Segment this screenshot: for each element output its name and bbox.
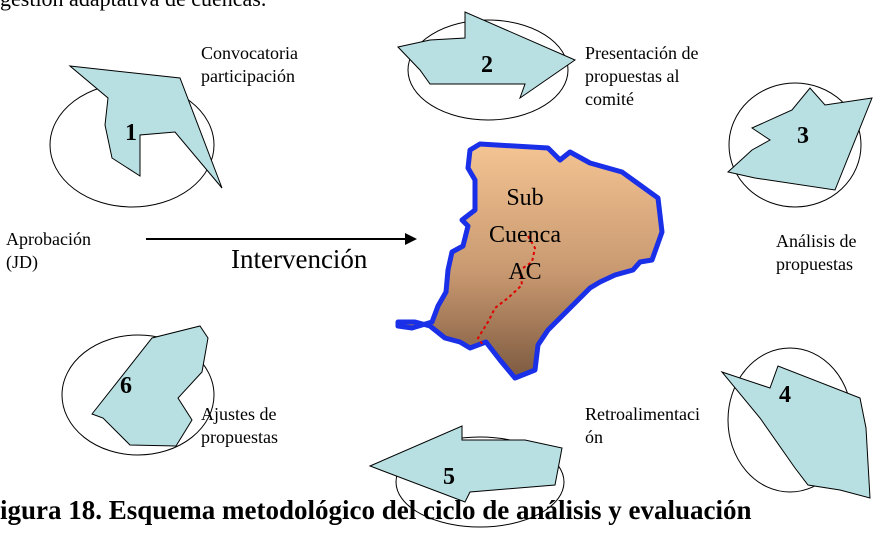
step-1-label: Convocatoria participación xyxy=(201,43,298,86)
step-3-number: 3 xyxy=(797,123,809,149)
step-2-label: Presentación de propuestas al comité xyxy=(585,43,699,109)
step-6-arrow xyxy=(91,325,209,447)
step-3-label: Análisis de propuestas xyxy=(776,231,857,274)
basin-label-line2: Cuenca xyxy=(489,222,561,248)
step-3 xyxy=(726,82,873,208)
step-1 xyxy=(49,65,223,208)
step-5 xyxy=(368,425,565,528)
step-4-number: 4 xyxy=(779,382,791,408)
step-4-label: Retroalimentaci ón xyxy=(585,404,700,447)
basin-label-line1: Sub xyxy=(506,185,544,211)
river-line xyxy=(476,235,537,346)
step-5-number: 5 xyxy=(443,464,455,490)
figure-caption: igura 18. Esquema metodológico del ciclo… xyxy=(0,495,752,525)
approval-label: Aprobación (JD) xyxy=(6,229,91,272)
step-3-ellipse xyxy=(728,82,862,208)
intervention-label: Intervención xyxy=(231,244,368,274)
step-5-ellipse xyxy=(395,436,565,528)
step-4-arrow xyxy=(720,365,871,499)
step-6 xyxy=(61,325,215,456)
step-2-ellipse xyxy=(407,19,569,121)
step-6-ellipse xyxy=(61,334,215,456)
step-4 xyxy=(720,347,871,499)
step-6-number: 6 xyxy=(120,373,132,399)
step-2 xyxy=(397,11,577,121)
step-3-arrow xyxy=(726,87,873,191)
step-1-number: 1 xyxy=(125,120,137,146)
step-6-label: Ajustes de propuestas xyxy=(201,404,278,447)
basin-shape xyxy=(395,141,665,381)
step-2-arrow xyxy=(397,11,577,100)
step-5-arrow xyxy=(368,425,563,503)
basin-label-line3: AC xyxy=(508,259,542,285)
step-1-arrow xyxy=(68,65,223,189)
header-text: gestión adaptativa de cuencas. xyxy=(0,0,266,12)
step-2-number: 2 xyxy=(481,52,493,78)
sub-basin xyxy=(395,141,665,381)
